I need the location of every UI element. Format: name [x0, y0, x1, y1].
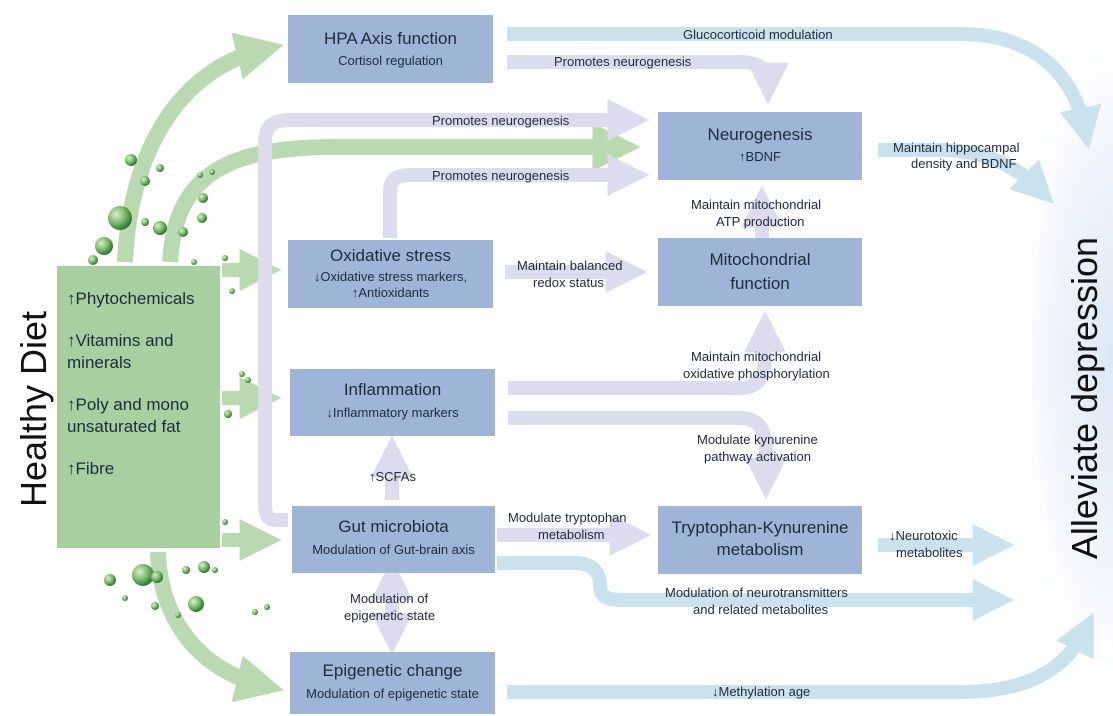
inflammation-box: Inflammation ↓Inflammatory markers	[290, 369, 495, 436]
label-promotes-hpa: Promotes neurogenesis	[554, 54, 692, 69]
neurogenesis-title: Neurogenesis	[707, 125, 813, 144]
inflammation-title: Inflammation	[343, 380, 442, 399]
outcome-label: Alleviate depression	[1064, 236, 1105, 560]
oxidative-stress-sub2: ↑Antioxidants	[351, 285, 430, 300]
diet-panel: ↑Phytochemicals ↑Vitamins and minerals ↑…	[57, 266, 220, 548]
arrow-epi-outcome	[507, 612, 1094, 699]
arrow-infl-tryp	[508, 411, 787, 500]
label-epigenetic-state-1: Modulation of	[350, 591, 429, 606]
arrow-gut-neuro	[258, 99, 650, 527]
gut-microbiota-title: Gut microbiota	[338, 517, 449, 536]
diet-title: Healthy Diet	[13, 310, 54, 508]
label-redox-1: Maintain balanced	[517, 258, 623, 273]
tryptophan-title2: metabolism	[716, 540, 804, 559]
label-glucocorticoid: Glucocorticoid modulation	[683, 27, 833, 42]
mitochondrial-title1: Mitochondrial	[709, 250, 811, 269]
epigenetic-sub: Modulation of epigenetic state	[306, 686, 479, 701]
diet-item-vitamins: ↑Vitamins and minerals	[67, 331, 174, 372]
diet-item-fat: ↑Poly and mono unsaturated fat	[67, 395, 189, 436]
arrow-diet-epi	[150, 551, 284, 703]
label-hippocampal-1: Maintain hippocampal	[893, 140, 1020, 155]
label-kynurenine-1: Modulate kynurenine	[697, 432, 818, 447]
label-epigenetic-state-2: epigenetic state	[344, 608, 436, 623]
gut-microbiota-sub: Modulation of Gut-brain axis	[312, 542, 475, 557]
hpa-axis-box: HPA Axis function Cortisol regulation	[288, 15, 493, 83]
mitochondrial-title2: function	[730, 274, 790, 293]
label-promotes-gut: Promotes neurogenesis	[432, 113, 570, 128]
label-methylation: ↓Methylation age	[712, 684, 811, 699]
arrow-hpa-neuro	[507, 55, 789, 105]
label-neurotransmitters-1: Modulation of neurotransmitters	[665, 585, 848, 600]
label-neurotransmitters-2: and related metabolites	[693, 602, 829, 617]
tryptophan-box: Tryptophan-Kynurenine metabolism	[658, 506, 862, 574]
hpa-axis-sub: Cortisol regulation	[338, 53, 443, 68]
label-hippocampal-2: density and BDNF	[911, 156, 1017, 171]
label-oxphos-1: Maintain mitochondrial	[691, 349, 822, 364]
hpa-axis-title: HPA Axis function	[324, 29, 457, 48]
label-scfas: ↑SCFAs	[369, 469, 416, 484]
label-neurotoxic-1: ↓Neurotoxic	[889, 528, 958, 543]
diet-item-phytochemicals: ↑Phytochemicals	[67, 289, 195, 308]
neurogenesis-box: Neurogenesis ↑BDNF	[658, 112, 862, 180]
oxidative-stress-box: Oxidative stress ↓Oxidative stress marke…	[288, 240, 493, 308]
label-tryptophan-2: metabolism	[538, 527, 605, 542]
arrow-gut-nt-outcome	[497, 556, 1015, 621]
oxidative-stress-sub1: ↓Oxidative stress markers,	[313, 269, 468, 284]
arrow-neuro-outcome	[878, 143, 1054, 204]
label-oxphos-2: oxidative phosphorylation	[683, 366, 830, 381]
arrow-hpa-outcome	[507, 27, 1102, 150]
label-redox-2: redox status	[533, 275, 604, 290]
label-promotes-oxid: Promotes neurogenesis	[432, 168, 570, 183]
neurogenesis-sub: ↑BDNF	[739, 149, 781, 164]
label-tryptophan-1: Modulate tryptophan	[508, 510, 627, 525]
label-kynurenine-2: pathway activation	[704, 449, 811, 464]
epigenetic-title: Epigenetic change	[322, 661, 463, 680]
label-atp-2: ATP production	[716, 214, 805, 229]
arrow-diet-neuro	[162, 123, 641, 263]
gut-microbiota-box: Gut microbiota Modulation of Gut-brain a…	[292, 506, 495, 573]
arrow-infl-mito	[508, 310, 786, 395]
diet-item-fibre: ↑Fibre	[67, 459, 115, 478]
arrow-oxid-neuro	[383, 154, 650, 238]
epigenetic-box: Epigenetic change Modulation of epigenet…	[290, 652, 495, 714]
oxidative-stress-title: Oxidative stress	[330, 246, 451, 265]
label-atp-1: Maintain mitochondrial	[691, 197, 822, 212]
tryptophan-title1: Tryptophan-Kynurenine	[671, 518, 849, 537]
inflammation-sub: ↓Inflammatory markers	[326, 405, 459, 420]
label-neurotoxic-2: metabolites	[896, 545, 963, 560]
mitochondrial-box: Mitochondrial function	[658, 238, 862, 306]
